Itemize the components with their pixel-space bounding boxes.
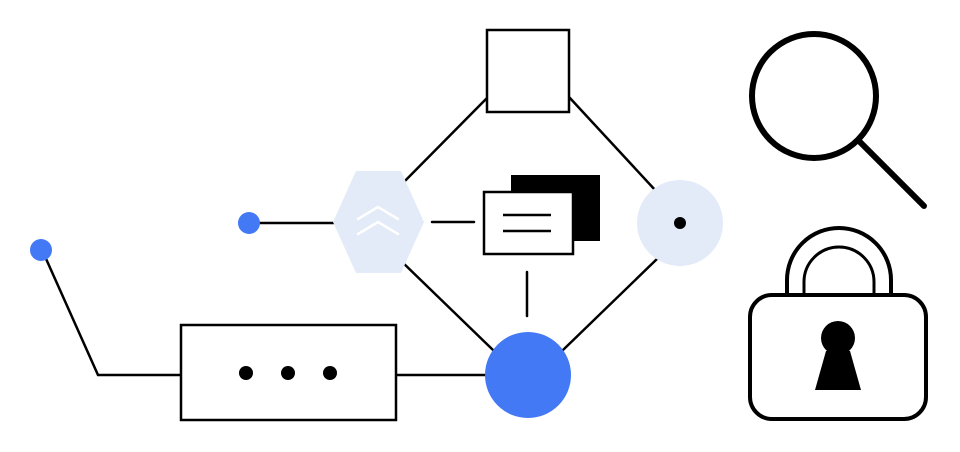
right-circle-node: [637, 180, 723, 266]
blue-endpoint-dot-left: [30, 239, 52, 261]
connector-top-right: [567, 95, 658, 193]
double-chevron-up-icon: [333, 171, 424, 273]
connector-left-elbow: [41, 250, 183, 377]
blue-endpoint-dot-middle: [238, 212, 260, 234]
bottom-blue-circle-node: [485, 332, 571, 418]
keyhole: [815, 351, 861, 390]
connector-lines: [41, 95, 660, 377]
ellipsis-icon: [179, 323, 398, 422]
connector-right-to-bottom: [561, 256, 660, 352]
connector-top-left: [392, 95, 490, 194]
padlock-shackle-inner: [802, 245, 876, 295]
connector-hex-to-bottom: [396, 256, 495, 352]
document-front-sheet: [482, 190, 575, 256]
magnifying-glass-icon: [749, 31, 927, 209]
top-square-node: [485, 28, 571, 114]
document-stack-icon: [482, 175, 600, 256]
center-dot: [674, 217, 686, 229]
padlock-shackle-outer: [785, 226, 893, 295]
padlock-icon: [748, 226, 928, 421]
